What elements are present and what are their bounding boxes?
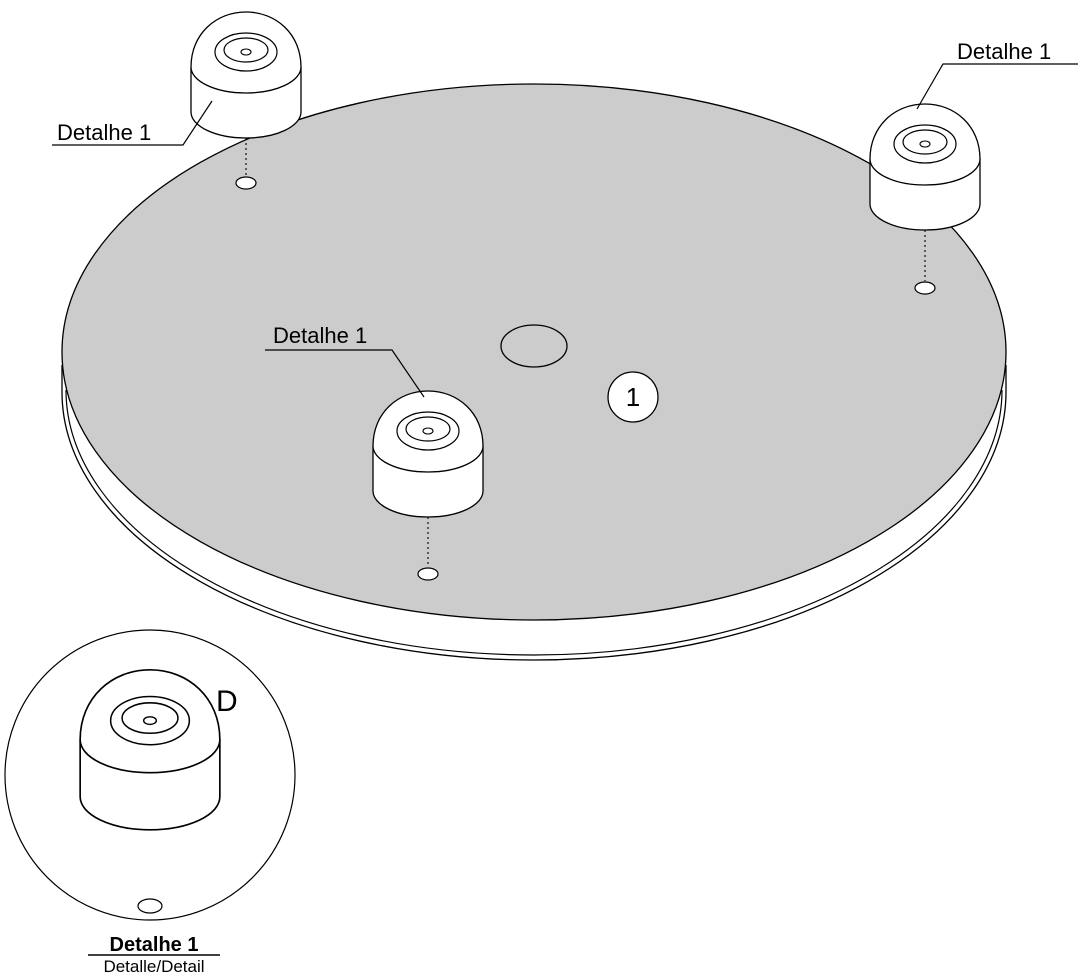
mounting-hole-right — [914, 281, 936, 295]
mounting-hole-left — [235, 176, 257, 190]
part-number-balloon: 1 — [607, 371, 659, 423]
rubber-foot-top-right — [869, 103, 981, 231]
rubber-foot-top-left — [190, 11, 302, 139]
plate-center-hole — [500, 324, 568, 368]
assembly-guide-lines — [149, 98, 926, 893]
mounting-hole-detail — [137, 898, 163, 914]
part-number: 1 — [626, 382, 640, 412]
base-plate — [61, 83, 1007, 661]
detail-view-subtitle: Detalle/Detail — [103, 957, 204, 976]
callout-detail-center: Detalhe 1 — [273, 323, 367, 348]
callout-leaders — [52, 63, 1078, 398]
rubber-foot-detail — [79, 668, 221, 831]
callout-detail-top-right: Detalhe 1 — [957, 39, 1051, 64]
detail-view-letter: D — [216, 685, 238, 718]
callout-detail-top-left: Detalhe 1 — [57, 120, 151, 145]
mounting-hole-center — [417, 567, 439, 581]
rubber-foot-center — [372, 390, 484, 518]
plate-rim-groove — [65, 389, 1003, 656]
detail-view: D — [4, 629, 296, 921]
detail-view-title: Detalhe 1 — [110, 934, 199, 956]
